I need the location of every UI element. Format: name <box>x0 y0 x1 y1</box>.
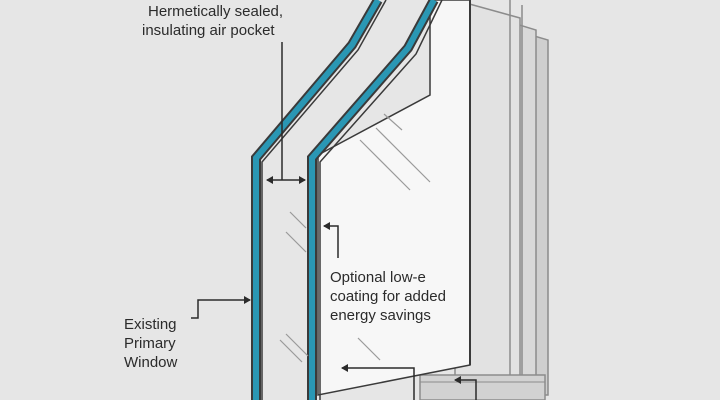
primary-window-label-line-2: Primary <box>124 335 176 352</box>
low-e-label-line-2: coating for added <box>330 288 446 305</box>
air-pocket-label-line-2: insulating air pocket <box>142 22 275 39</box>
low-e-label: Optional low-e coating for added energy … <box>330 268 446 325</box>
primary-window-frame <box>419 0 549 400</box>
arrow-icon <box>191 296 251 319</box>
glass-pane-outer <box>251 0 387 400</box>
glass-pane-inner <box>307 0 443 400</box>
arrow-icon <box>341 364 415 400</box>
primary-window-callout <box>191 296 251 319</box>
arrow-icon <box>323 222 339 258</box>
air-pocket-label: Hermetically sealed, insulating air pock… <box>142 2 284 40</box>
low-e-callout <box>323 222 339 258</box>
air-pocket-label-line-1: Hermetically sealed, <box>148 3 284 20</box>
glass-reflections <box>279 113 431 363</box>
primary-window-glass <box>317 0 471 396</box>
arrow-icon <box>454 376 477 400</box>
bottom-callouts <box>341 364 477 400</box>
primary-window-label: Existing Primary Window <box>124 315 177 372</box>
primary-window-label-line-3: Window <box>124 354 178 371</box>
low-e-label-line-1: Optional low-e <box>330 269 426 286</box>
primary-window-label-line-1: Existing <box>124 316 177 333</box>
air-pocket-callout <box>266 42 306 184</box>
low-e-label-line-3: energy savings <box>330 307 431 324</box>
